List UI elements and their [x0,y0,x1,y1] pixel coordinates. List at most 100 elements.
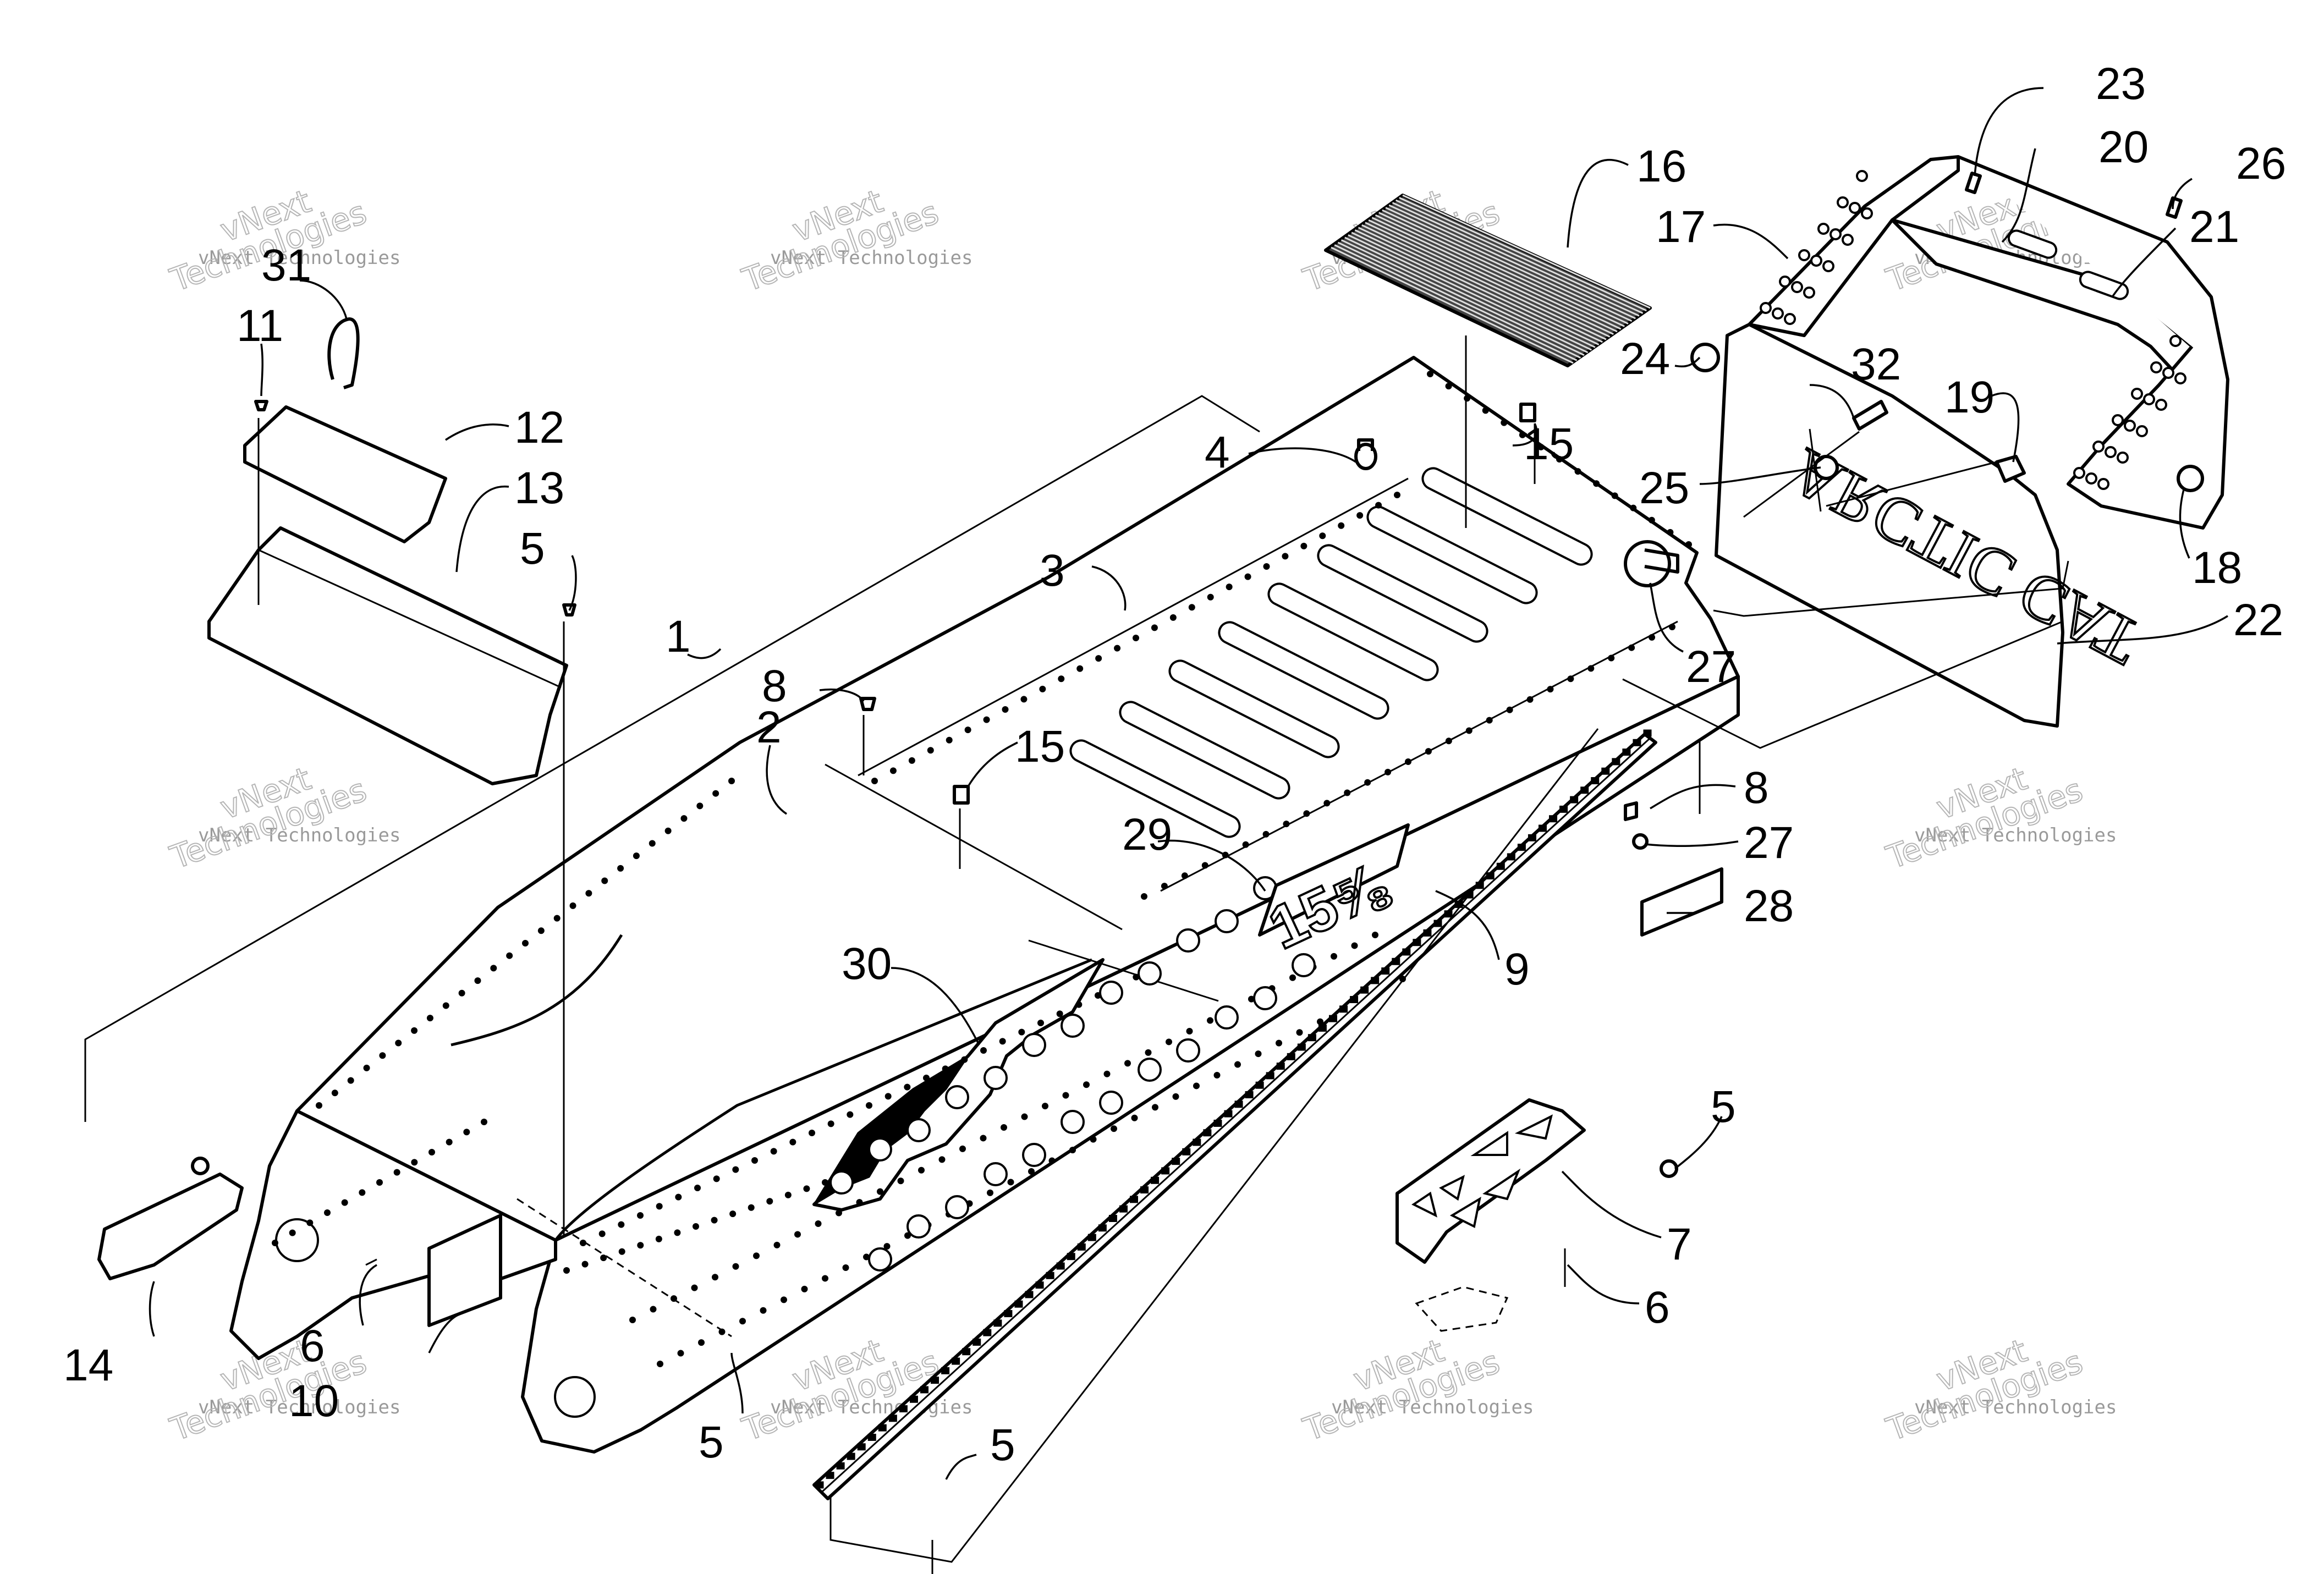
callout-32: 32 [1851,339,1901,389]
bushing-4 [1354,438,1377,470]
callout-29: 29 [1122,810,1172,860]
nut-18 [2177,465,2204,492]
deck-slots [1069,467,1593,838]
bolt-27-rear [1624,540,1679,587]
callout-9: 9 [1504,944,1530,994]
left-panel-crease [450,934,623,1047]
watermark-text: vNext Technologies [770,247,973,269]
callout-14: 14 [63,1340,113,1390]
callout-7: 7 [1667,1219,1692,1269]
front-mount-hole [275,1218,319,1262]
top-cover-12 [243,405,447,543]
callout-10: 10 [289,1376,339,1426]
callout-18: 18 [2192,543,2242,593]
callout-24: 24 [1620,334,1670,384]
deck-split [1028,939,1219,1002]
callout-17: 17 [1656,202,1706,252]
rubber-mat [1324,194,1652,367]
callout-6-front: 6 [300,1321,325,1371]
callout-28: 28 [1744,881,1794,931]
callout-4: 4 [1205,427,1230,477]
bottom-cover-13 [207,526,568,785]
callout-2: 2 [756,702,782,752]
alignment-lines [257,335,1997,1574]
callout-5-bracket: 5 [1711,1082,1736,1132]
callout-5-top: 5 [520,524,545,574]
callout-6-bracket: 6 [1645,1283,1670,1333]
slide-rail [812,728,1657,1563]
flap-bracket-line-2 [1622,620,2063,749]
tunnel-assembly: 15⅝ [229,356,1740,1454]
bracket-pad [1415,1286,1509,1332]
callout-27-rear: 27 [1686,642,1736,692]
callout-19: 19 [1944,372,1995,422]
watermark-text: vNext Technologies [1914,1396,2117,1418]
callout-13: 13 [514,463,564,513]
callout-31: 31 [261,240,311,290]
flap-bracket-line [1713,560,2069,617]
end-cap-14 [97,1173,244,1280]
side-wall-holes [829,876,1316,1272]
reinforcement-plate-10 [427,1214,502,1327]
callout-27-side: 27 [1744,818,1794,868]
rear-bumper-assembly: ARCTIC CAT [1690,155,2229,728]
callout-15-mid: 15 [1015,722,1065,772]
screw-26 [2166,196,2183,219]
callout-8-rear: 8 [1744,763,1769,813]
cable-clamp-31 [327,317,360,389]
callout-26: 26 [2236,139,2286,189]
rail-guide-line [829,728,1599,1563]
callout-1: 1 [666,612,691,662]
screw-23 [1965,172,1982,194]
callout-labels: 1 2 3 4 5 5 5 5 6 6 7 8 8 9 10 11 12 13 … [63,59,2286,1470]
watermark-text: vNext Technologies [198,247,400,269]
rivet-15-mid [953,785,970,805]
watermark-text: vNext Technologies [198,1396,400,1418]
callout-30: 30 [842,939,892,989]
rivet-holes [272,371,1692,1367]
front-seam [517,1198,732,1338]
callout-8-deck: 8 [762,661,787,711]
watermark-text: vNext Technologies [1331,1396,1534,1418]
rivet-15-top [1519,403,1536,422]
callout-11: 11 [237,301,283,351]
side-panel-crease [554,958,1092,1241]
watermark-text: vNext Technologies [770,1396,973,1418]
callout-25: 25 [1639,463,1689,513]
running-board-bracket [1396,1098,1586,1264]
callout-5-front: 5 [699,1417,724,1467]
assembly-bracket-line [84,395,1260,1122]
rear-flap-22 [1715,323,2064,728]
cutaway-dark-fill [813,1055,969,1206]
callout-16: 16 [1636,141,1686,191]
watermark-text: vNext Technologies [1914,824,2117,846]
small-fasteners [191,400,1678,1178]
bolt-32 [1852,400,1888,431]
deck-edge [858,477,1409,777]
callout-3: 3 [1040,546,1065,596]
mid-seam [825,763,1123,931]
callout-22: 22 [2233,595,2283,645]
tunnel-left-wall [229,1109,557,1360]
callout-15-top: 15 [1524,419,1574,469]
clip-19 [1995,455,2026,483]
callout-20: 20 [2098,122,2149,172]
cover-13-crease [258,549,562,689]
reflector-28 [1640,867,1723,937]
callout-21: 21 [2189,202,2239,252]
callout-23: 23 [2096,59,2146,109]
nut-24 [1690,343,1720,372]
rear-mount-hole [554,1376,596,1418]
watermark-text: vNext Technologies [198,824,400,846]
callout-12: 12 [514,403,564,453]
rail-teeth [815,729,1652,1489]
bumper-handle-slot [2007,229,2058,259]
callout-5-rail: 5 [990,1420,1015,1470]
